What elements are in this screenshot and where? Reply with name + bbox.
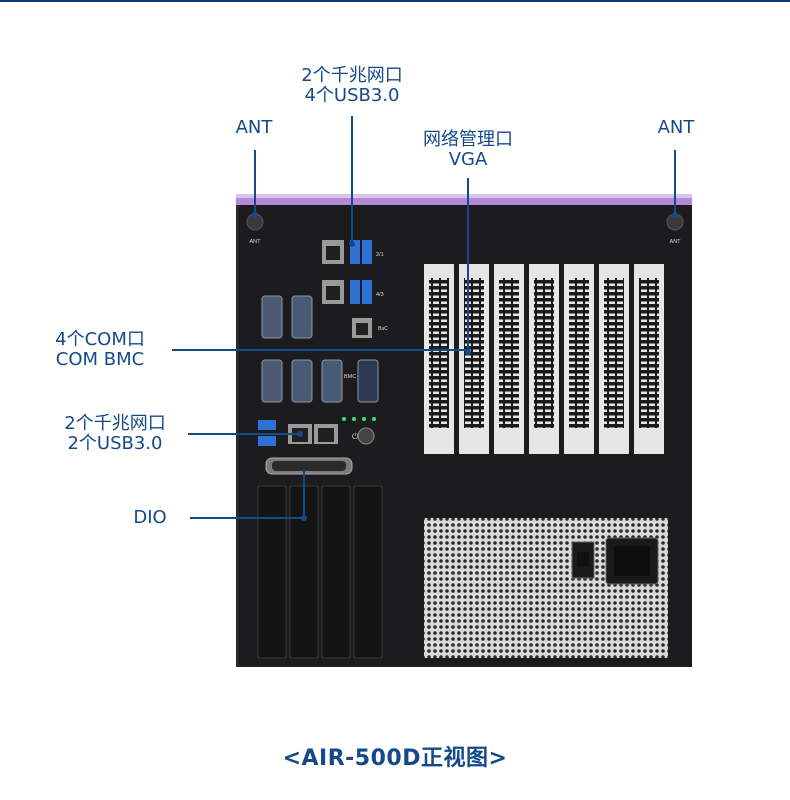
- usb-left-a: [258, 420, 276, 430]
- callout-ant-right: ANT: [657, 117, 695, 138]
- usb-left-b: [258, 436, 276, 446]
- callout-lan-usb-top-line1: 2个千兆网口: [301, 65, 403, 86]
- pcie-slots: [424, 264, 664, 454]
- ant-text-left: ANT: [250, 239, 262, 245]
- callout-com-line2: COM BMC: [55, 349, 145, 370]
- status-leds: [342, 417, 376, 421]
- svg-text:BMC: BMC: [344, 374, 356, 380]
- callout-mgmt-vga-line1: 网络管理口: [423, 129, 513, 150]
- callout-lan-usb-top: 2个千兆网口 4个USB3.0: [296, 66, 408, 106]
- svg-text:2/1: 2/1: [376, 252, 384, 258]
- callout-dio: DIO: [133, 507, 167, 528]
- callout-mgmt-vga-line2: VGA: [448, 149, 488, 170]
- callout-ant-left: ANT: [235, 117, 273, 138]
- small-expansion-slots: [257, 485, 383, 659]
- callout-lan-usb-left: 2个千兆网口 2个USB3.0: [54, 414, 176, 454]
- callout-com: 4个COM口 COM BMC: [44, 330, 156, 370]
- callout-com-line1: 4个COM口: [55, 329, 145, 350]
- ant-text-right: ANT: [670, 239, 682, 245]
- callout-lan-usb-left-line2: 2个USB3.0: [67, 433, 163, 454]
- callout-lan-usb-top-line2: 4个USB3.0: [304, 85, 400, 106]
- com-ports: [261, 295, 343, 403]
- chassis-top-strip: [236, 197, 692, 207]
- callout-mgmt-vga: 网络管理口 VGA: [412, 130, 524, 170]
- lan-usb-stack: 2/1 4/3: [322, 240, 384, 304]
- svg-text:⏻: ⏻: [352, 432, 359, 441]
- svg-text:4/3: 4/3: [376, 292, 384, 298]
- svg-text:BaC: BaC: [378, 326, 388, 332]
- figure-caption: <AIR-500D正视图>: [282, 746, 508, 771]
- vga-port: [357, 359, 379, 403]
- callout-lan-usb-left-line1: 2个千兆网口: [64, 413, 166, 434]
- top-border-line: [0, 0, 790, 2]
- power-supply: [424, 518, 668, 658]
- power-button: [357, 427, 375, 445]
